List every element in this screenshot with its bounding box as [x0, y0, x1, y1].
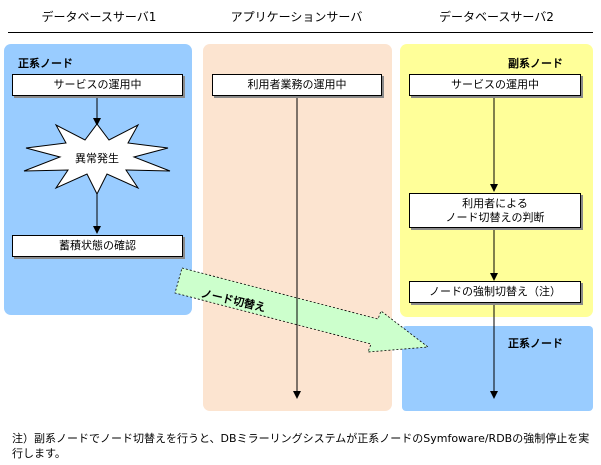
- s2-force-box: ノードの強制切替え（注）: [409, 281, 581, 303]
- header-server2: データベースサーバ2: [439, 10, 554, 24]
- header-divider: [8, 32, 593, 33]
- s2-service-box: サービスの運用中: [409, 74, 581, 96]
- s1-service-box: サービスの運用中: [12, 74, 183, 96]
- s2-decision-box: 利用者による ノード切替えの判断: [409, 193, 581, 228]
- header-server1: データベースサーバ1: [41, 10, 157, 24]
- switch-arrow: [174, 267, 430, 353]
- failure-burst-shape: [23, 123, 171, 196]
- app-business-box: 利用者業務の運用中: [212, 74, 382, 96]
- server2-role-label-primary: 正系ノード: [508, 337, 563, 350]
- server1-role-label: 正系ノード: [18, 57, 73, 70]
- footnote: 注）副系ノードでノード切替えを行うと、DBミラーリングシステムが正系ノードのSy…: [12, 432, 590, 460]
- s1-failure-label: 異常発生: [75, 152, 119, 165]
- server2-role-label-secondary: 副系ノード: [508, 57, 563, 70]
- s1-check-box: 蓄積状態の確認: [12, 235, 183, 257]
- header-app-server: アプリケーションサーバ: [230, 10, 363, 24]
